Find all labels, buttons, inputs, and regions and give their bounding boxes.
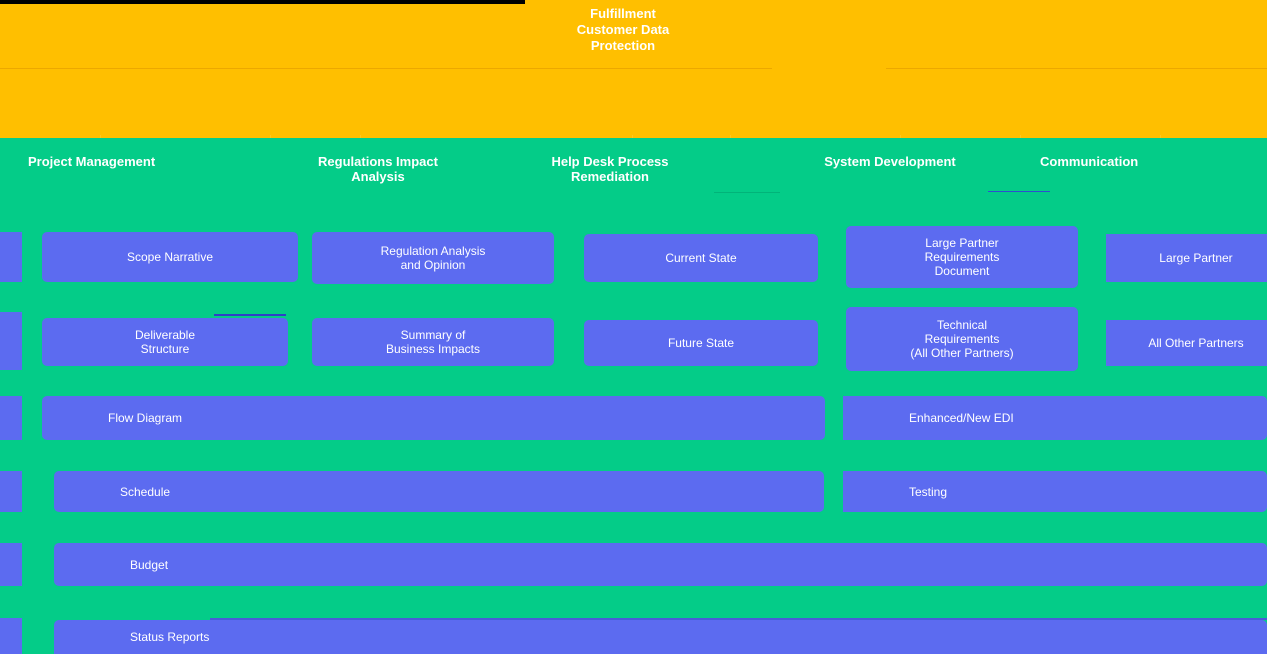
banner-region: Fulfillment Customer Data Protection <box>0 0 1267 138</box>
task-card-clipped[interactable] <box>0 471 22 512</box>
banner-title: Fulfillment Customer Data Protection <box>576 6 670 53</box>
column-header-communication[interactable]: Communication <box>1016 138 1267 220</box>
header-underline-artifact <box>988 191 1050 192</box>
task-card-budget[interactable]: Budget <box>54 543 1267 586</box>
task-card-large-partner-requirements-document[interactable]: Large Partner Requirements Document <box>846 226 1078 288</box>
header-underline-artifact <box>714 192 780 193</box>
task-card-regulation-analysis-and-opinion[interactable]: Regulation Analysis and Opinion <box>312 232 554 284</box>
task-card-clipped[interactable] <box>0 396 22 440</box>
column-header-regulations-impact-analysis[interactable]: Regulations Impact Analysis <box>272 138 484 220</box>
task-card-deliverable-structure[interactable]: Deliverable Structure <box>42 318 288 366</box>
task-card-schedule[interactable]: Schedule <box>54 471 824 512</box>
task-card-technical-requirements-all-other-partners[interactable]: Technical Requirements (All Other Partne… <box>846 307 1078 371</box>
task-card-scope-narrative[interactable]: Scope Narrative <box>42 232 298 282</box>
task-card-enhanced-new-edi[interactable]: Enhanced/New EDI <box>843 396 1267 440</box>
column-header-help-desk-process-remediation[interactable]: Help Desk Process Remediation <box>484 138 736 220</box>
task-card-status-reports[interactable]: Status Reports <box>54 620 1267 654</box>
column-header-system-development[interactable]: System Development <box>736 138 1044 220</box>
task-card-summary-of-business-impacts[interactable]: Summary of Business Impacts <box>312 318 554 366</box>
task-card-future-state[interactable]: Future State <box>584 320 818 366</box>
divider-artifact <box>214 314 286 316</box>
task-card-all-other-partners[interactable]: All Other Partners <box>1106 320 1267 366</box>
task-card-testing[interactable]: Testing <box>843 471 1267 512</box>
task-card-clipped[interactable] <box>0 618 22 654</box>
top-black-rule <box>0 0 525 4</box>
banner-separator-right <box>886 68 1267 69</box>
task-card-large-partner[interactable]: Large Partner <box>1106 234 1267 282</box>
task-card-clipped[interactable] <box>0 543 22 586</box>
task-card-flow-diagram[interactable]: Flow Diagram <box>42 396 825 440</box>
divider-artifact <box>210 618 1267 620</box>
task-card-clipped[interactable] <box>0 312 22 370</box>
banner-separator-left <box>0 68 772 69</box>
task-card-clipped[interactable] <box>0 232 22 282</box>
task-card-current-state[interactable]: Current State <box>584 234 818 282</box>
column-header-project-management[interactable]: Project Management <box>0 138 272 220</box>
